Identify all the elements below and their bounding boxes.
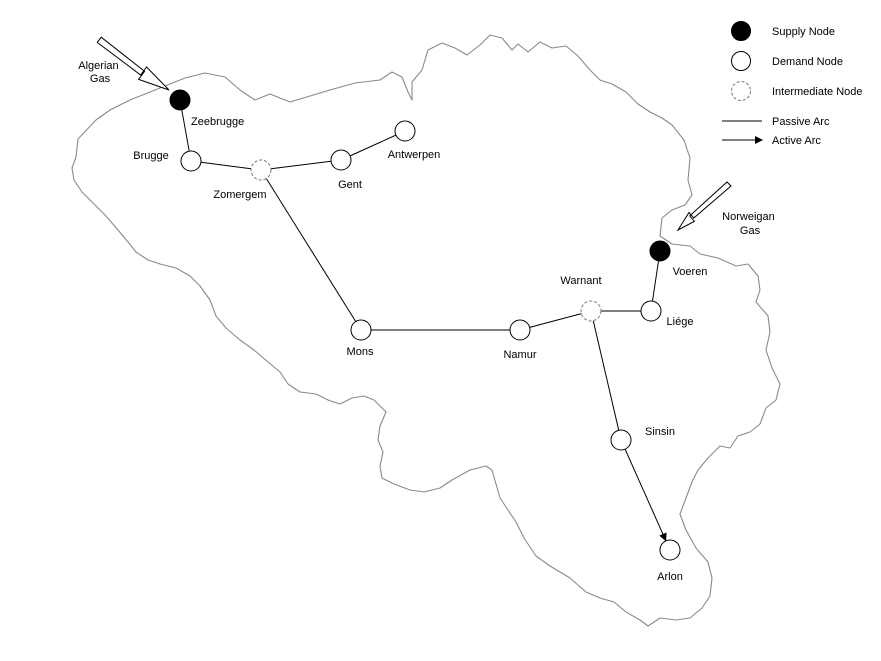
legend-active-arc-label: Active Arc xyxy=(772,135,821,147)
node-zomergem xyxy=(250,159,272,181)
arc-brugge-zomergem xyxy=(200,161,252,170)
node-mons xyxy=(350,319,372,341)
node-label-zomergem: Zomergem xyxy=(213,189,266,201)
legend-intermediate-node-icon xyxy=(731,81,751,101)
node-label-brugge: Brugge xyxy=(133,150,168,162)
arc-namur-warnant xyxy=(529,313,582,328)
node-label-arlon: Arlon xyxy=(657,571,683,583)
node-sinsin xyxy=(610,429,632,451)
node-brugge xyxy=(180,150,202,172)
node-label-sinsin: Sinsin xyxy=(645,426,675,438)
legend-supply-node-label: Supply Node xyxy=(772,26,835,38)
node-liege xyxy=(640,300,662,322)
node-label-warnant: Warnant xyxy=(560,275,601,287)
arcs-layer xyxy=(181,109,667,542)
node-label-mons: Mons xyxy=(347,346,374,358)
arc-warnant-sinsin xyxy=(592,320,620,431)
norwegian-gas-label: Norweigan Gas xyxy=(722,211,778,237)
node-warnant xyxy=(580,300,602,322)
node-zeebrugge xyxy=(169,89,191,111)
norwegian-gas-inflow: Norweigan Gas xyxy=(676,181,778,237)
node-arlon xyxy=(659,539,681,561)
arc-zomergem-gent xyxy=(270,160,332,170)
node-namur xyxy=(509,319,531,341)
node-antwerpen xyxy=(394,120,416,142)
arc-gent-antwerpen xyxy=(349,134,397,157)
legend-demand-node-icon xyxy=(731,51,751,71)
algerian-gas-arrow xyxy=(96,36,170,91)
node-label-zeebrugge: Zeebrugge xyxy=(191,116,244,128)
algerian-gas-inflow: Algerian Gas xyxy=(78,36,170,91)
arc-sinsin-arlon xyxy=(624,448,667,542)
node-label-liege: Liége xyxy=(667,316,694,328)
algerian-gas-label: Algerian Gas xyxy=(78,60,121,85)
node-label-voeren: Voeren xyxy=(673,266,708,278)
legend-demand-node-label: Demand Node xyxy=(772,56,843,68)
belgium-outline xyxy=(71,34,781,627)
node-label-namur: Namur xyxy=(503,349,536,361)
legend: Supply Node Demand Node Intermediate Nod… xyxy=(722,21,863,147)
node-voeren xyxy=(649,240,671,262)
arc-zomergem-mons xyxy=(265,178,357,322)
legend-intermediate-node-label: Intermediate Node xyxy=(772,86,863,98)
legend-supply-node-icon xyxy=(731,21,751,41)
arc-zeebrugge-brugge xyxy=(181,109,190,152)
node-label-gent: Gent xyxy=(338,179,362,191)
node-label-antwerpen: Antwerpen xyxy=(388,149,441,161)
norwegian-gas-arrow xyxy=(676,181,732,232)
legend-passive-arc-label: Passive Arc xyxy=(772,116,830,128)
arc-liege-voeren xyxy=(651,260,660,302)
node-gent xyxy=(330,149,352,171)
